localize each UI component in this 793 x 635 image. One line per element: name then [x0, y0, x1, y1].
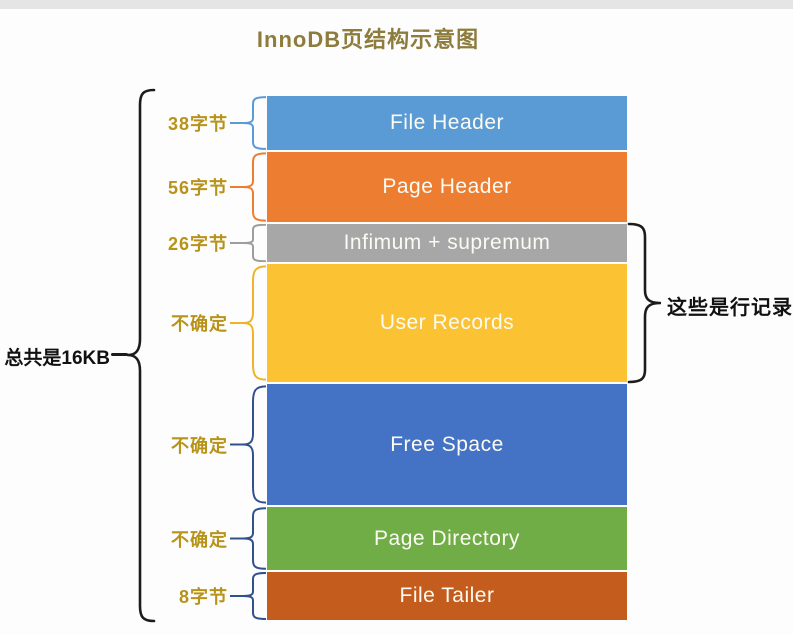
size-label: 56字节 [167, 178, 228, 198]
block-row-page-header: 56字节 Page Header [152, 152, 627, 222]
size-label: 不确定 [171, 529, 228, 550]
block: User Records [267, 264, 627, 382]
top-strip [0, 0, 793, 9]
row-brace-icon [228, 152, 266, 222]
block: Infimum + supremum [267, 224, 627, 262]
size-label: 8字节 [178, 587, 228, 607]
size-label: 不确定 [171, 314, 228, 334]
block: Page Header [267, 152, 627, 222]
block-label: Page Directory [374, 526, 520, 550]
block: Page Directory [267, 507, 627, 570]
block-label: Infimum + supremum [343, 231, 551, 254]
row-brace-icon [228, 96, 266, 150]
block-row-infimum-supremum: 26字节 Infimum + supremum [152, 224, 627, 262]
size-label: 38字节 [167, 114, 228, 134]
row-brace-icon [228, 507, 266, 570]
block-row-file-header: 38字节 File Header [152, 96, 627, 150]
block-label: User Records [379, 311, 515, 334]
block: File Header [267, 96, 627, 150]
size-label: 不确定 [171, 435, 228, 456]
page-title: InnoDB页结构示意图 [256, 27, 480, 52]
row-records-bracket-icon [627, 221, 661, 385]
row-brace-icon [228, 384, 266, 505]
block-label: File Header [389, 111, 505, 134]
block: File Tailer [267, 572, 627, 620]
row-records-note: 这些是行记录 [667, 297, 793, 319]
block-row-user-records: 不确定 User Records [152, 264, 627, 382]
total-size-label: 总共是16KB [4, 348, 110, 369]
row-brace-icon [228, 572, 266, 620]
total-label-connector [111, 353, 128, 356]
block-label: File Tailer [399, 584, 495, 607]
block-row-file-tailer: 8字节 File Tailer [152, 572, 627, 620]
row-brace-icon [228, 264, 266, 382]
block-label: Free Space [390, 432, 504, 456]
row-brace-icon [228, 224, 266, 262]
block-row-page-directory: 不确定 Page Directory [152, 507, 627, 570]
block: Free Space [267, 384, 627, 505]
block-stack: 38字节 File Header 56字节 Page Header 26字节 [152, 96, 627, 620]
total-size-brace-icon [126, 87, 156, 624]
block-row-free-space: 不确定 Free Space [152, 384, 627, 505]
block-label: Page Header [382, 175, 512, 198]
size-label: 26字节 [167, 234, 228, 254]
